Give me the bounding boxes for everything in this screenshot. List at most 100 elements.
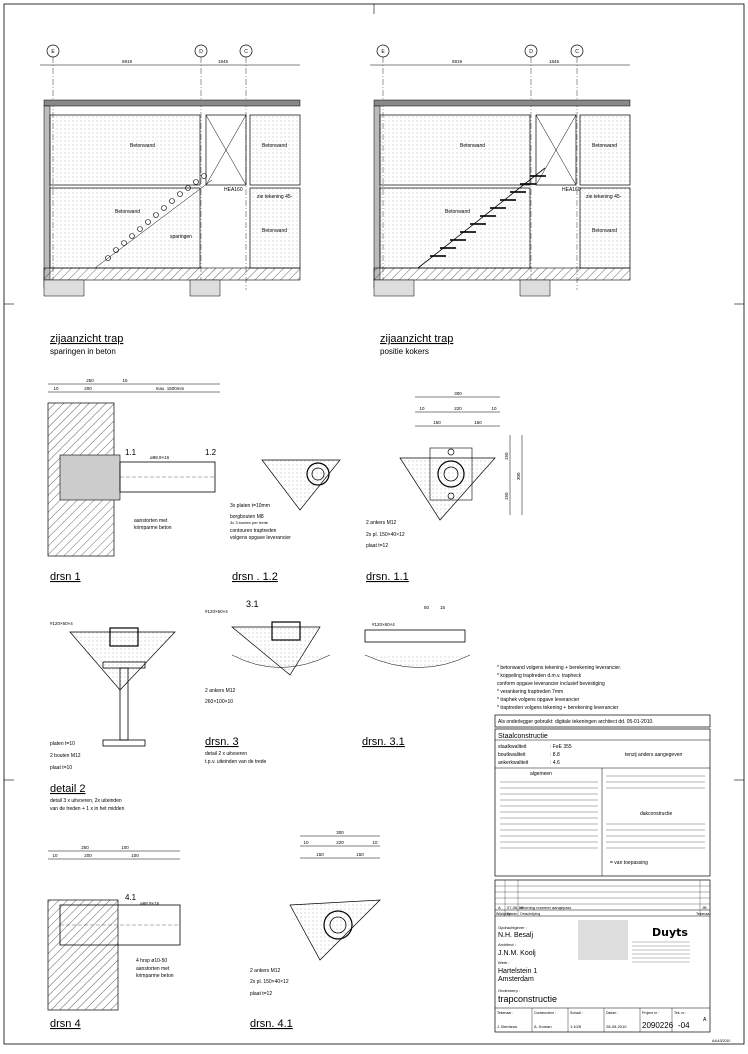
dim-5919-r: 5919 bbox=[452, 59, 463, 64]
d11-note-1: 2 ankers M12 bbox=[366, 520, 397, 526]
dim-1845: 1845 bbox=[218, 59, 229, 64]
note-side: zie tekening 45- bbox=[257, 194, 293, 200]
d1-dim-15: 15 bbox=[122, 378, 128, 383]
general-notes: * betonwand volgens tekening + berekenin… bbox=[497, 665, 621, 711]
axis-c-label: C bbox=[244, 49, 248, 55]
logo-mark bbox=[578, 920, 628, 960]
tb-col-omschrijving: Omschrijving bbox=[520, 912, 540, 916]
elevation-right-title: zijaanzicht trap bbox=[380, 333, 453, 345]
d12-note-5: volgens opgave leverancier bbox=[230, 535, 291, 541]
tb-client-label: Opdrachtgever : bbox=[498, 925, 527, 930]
elevation-left-subtitle: sparingen in beton bbox=[50, 347, 116, 356]
drsn-3-1-title: drsn. 3.1 bbox=[362, 736, 405, 748]
d41-dim-220: 220 bbox=[336, 840, 344, 845]
detail-2-sub-2: van de treden + 1 x in het midden bbox=[50, 806, 125, 812]
tb-col-tekenaar: Tekenaar bbox=[696, 912, 711, 916]
tb-address-1: Hartelstein 1 bbox=[498, 968, 537, 975]
d41-dim-10a: 10 bbox=[303, 840, 309, 845]
tb-subject: trapconstructie bbox=[498, 994, 557, 1004]
d4-ref: 4.1 bbox=[125, 893, 137, 902]
spec-row-3-v: : 4.6 bbox=[550, 760, 560, 766]
tb-architect-label: Architect : bbox=[498, 942, 516, 947]
spec-extra: tenzij anders aangegeven bbox=[625, 752, 682, 758]
tb-f-label-1: Tekenaar : bbox=[497, 1011, 513, 1015]
drsn-1-1-title: drsn. 1.1 bbox=[366, 571, 409, 583]
d41-note-1: 2 ankers M12 bbox=[250, 968, 281, 974]
tb-logo: Duyts bbox=[652, 926, 688, 939]
d11-dim-10a: 10 bbox=[419, 406, 425, 411]
detail-drsn-1-2: 3x platen t=10mm borgbouten M8 3x 3 bout… bbox=[230, 459, 341, 541]
d3-note-1: 2 ankers M12 bbox=[205, 688, 236, 694]
note-5: * traphek volgens opgave leverancier bbox=[497, 697, 580, 703]
elevation-right: E D C 5919 1845 Betonwand Betonwand Beto… bbox=[370, 44, 631, 297]
spec-row-2-k: boutkwaliteit bbox=[498, 752, 526, 758]
d4-pipe-label: ø88,9×16 bbox=[140, 901, 160, 906]
detail-drsn-3-1: 50 15 #120×60×4 bbox=[364, 605, 471, 668]
detail-drsn-1: 250 15 10 200 max. 1500mm ø88,9×16 1.1 1… bbox=[47, 378, 220, 557]
d12-note-1: 3x platen t=10mm bbox=[230, 503, 270, 509]
d1-pipe-label: ø88,9×16 bbox=[150, 455, 170, 460]
tb-rev-date: 07-06-10 bbox=[507, 905, 524, 910]
d11-dim-300v: 300 bbox=[516, 472, 521, 480]
note-6: * traptreden volgens tekening + berekeni… bbox=[497, 705, 619, 711]
detail-drsn-1-1: 300 10 220 10 150 150 150 150 300 2 anke… bbox=[366, 391, 523, 549]
wall-label-1: Betonwand bbox=[130, 143, 155, 149]
tb-architect: J.N.M. Koolj bbox=[498, 950, 536, 957]
sheet-id: A4/A3/2010 bbox=[712, 1039, 730, 1043]
wall-label-3: Betonwand bbox=[262, 143, 287, 149]
spec-row-3-k: ankerkwaliteit bbox=[498, 760, 529, 766]
axis-e-label-r: E bbox=[381, 49, 385, 55]
axis-c-label-r: C bbox=[575, 49, 579, 55]
spec-row-1-k: staalkwaliteit bbox=[498, 744, 527, 750]
note-2: * koppeling traptreden d.m.v. trapheck bbox=[497, 673, 582, 679]
d4-note-2: aanstorten met bbox=[136, 966, 170, 972]
d1-dim-250: 250 bbox=[86, 378, 94, 383]
note-riser: sparingen bbox=[170, 234, 192, 240]
tb-f-value-6: -04 bbox=[678, 1021, 690, 1030]
d4-dim-10: 10 bbox=[52, 853, 58, 858]
d31-tube-label: #120×60×4 bbox=[372, 622, 395, 627]
d31-dim-15: 15 bbox=[440, 605, 446, 610]
elevation-left-title: zijaanzicht trap bbox=[50, 333, 123, 345]
d12-note-4: contouren traptreden bbox=[230, 528, 277, 534]
tb-f-value-2: A. Koman bbox=[534, 1024, 552, 1029]
d11-dim-150b: 150 bbox=[474, 420, 482, 425]
d41-dim-150b: 150 bbox=[356, 852, 364, 857]
d1-note-2: krimparme beton bbox=[134, 525, 172, 531]
d3-ref: 3.1 bbox=[246, 599, 259, 609]
tb-f-value-4: 28-05-2010 bbox=[606, 1024, 627, 1029]
d41-dim-300: 300 bbox=[336, 830, 344, 835]
d3-tube-label: #120×60×4 bbox=[205, 609, 228, 614]
tb-f-value-1: J. Brentzus bbox=[497, 1024, 517, 1029]
d4-note-3: krimparme beton bbox=[136, 973, 174, 979]
tag-hea-r: HEA160 bbox=[562, 187, 581, 193]
note-3: conform opgave leverancier inclusief bev… bbox=[497, 681, 605, 687]
d1-note-1: aanstorten met bbox=[134, 518, 168, 524]
detail-2: #120×60×4 platen t=10 2 bouten M12 plaat… bbox=[50, 621, 176, 771]
tb-f-value-3: 1:10/5 bbox=[570, 1024, 582, 1029]
elevation-left: E D C 5919 1845 Betonwand Betonwand Beto… bbox=[40, 44, 301, 297]
underlay-note: Als onderlegger gebruikt: digitale teken… bbox=[498, 719, 654, 725]
d2-note-1: platen t=10 bbox=[50, 741, 75, 747]
wall-label-r3: Betonwand bbox=[592, 143, 617, 149]
spec-row-2-v: : 8.8 bbox=[550, 752, 560, 758]
spec-toepassing: = van toepassing bbox=[610, 860, 648, 866]
d4-dim-100b: 100 bbox=[131, 853, 139, 858]
tb-rev: A bbox=[498, 905, 501, 910]
d11-dim-150c: 150 bbox=[504, 452, 509, 460]
tb-f-label-4: Datum : bbox=[606, 1011, 618, 1015]
axis-d-label-r: D bbox=[529, 49, 533, 55]
spec-dakconstructie: dakconstructie bbox=[640, 811, 672, 817]
note-4: * verankering traptreden 7mm bbox=[497, 689, 563, 695]
detail-2-title: detail 2 bbox=[50, 783, 85, 795]
tb-rev-init: JB bbox=[702, 905, 707, 910]
tb-rev-mark: A bbox=[703, 1017, 707, 1023]
d1-dim-max: max. 1500mm bbox=[156, 386, 185, 391]
elevation-right-subtitle: positie kokers bbox=[380, 347, 429, 356]
d11-dim-300: 300 bbox=[454, 391, 462, 396]
note-1: * betonwand volgens tekening + berekenin… bbox=[497, 665, 621, 671]
drsn-3-title: drsn. 3 bbox=[205, 736, 239, 748]
drsn-3-sub-1: detail 2 x uitvoeren bbox=[205, 751, 247, 757]
d41-dim-10b: 10 bbox=[372, 840, 378, 845]
